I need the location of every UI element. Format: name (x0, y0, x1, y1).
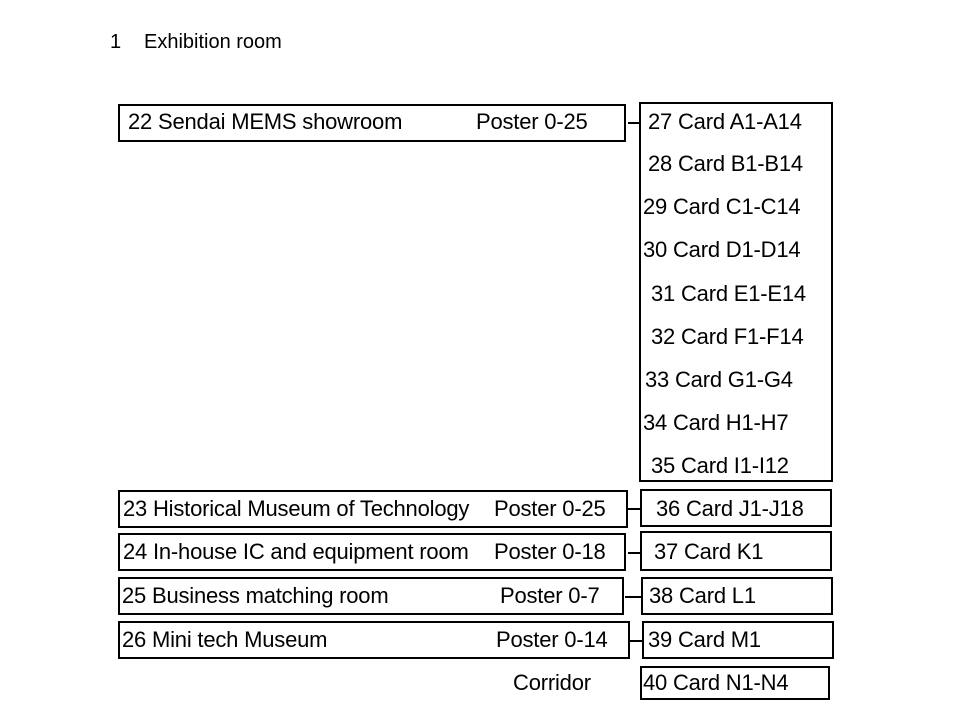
card-box-37 (640, 531, 832, 571)
section-title: Exhibition room (144, 31, 282, 53)
card-28: 28 Card B1-B14 (648, 151, 803, 176)
section-number: 1 (110, 31, 122, 53)
card-27: 27 Card A1-A14 (648, 109, 802, 134)
card-34: 34 Card H1-H7 (643, 410, 789, 435)
connector-22 (628, 122, 639, 124)
card-37: 37 Card K1 (654, 539, 764, 564)
card-31: 31 Card E1-E14 (651, 281, 806, 306)
room-box-23 (118, 490, 628, 528)
room-name-25: 25 Business matching room (122, 583, 389, 608)
card-box-36 (640, 489, 832, 527)
card-35: 35 Card I1-I12 (651, 453, 789, 478)
connector-23 (628, 508, 640, 510)
room-box-24 (118, 533, 626, 571)
card-box-38 (641, 577, 833, 615)
connector-24 (628, 552, 640, 554)
card-40: 40 Card N1-N4 (643, 670, 789, 695)
connector-26 (628, 640, 642, 642)
room-poster-24: Poster 0-18 (494, 539, 606, 564)
card-38: 38 Card L1 (649, 583, 756, 608)
card-box-39 (642, 621, 834, 659)
card-33: 33 Card G1-G4 (645, 367, 793, 392)
card-32: 32 Card F1-F14 (651, 324, 804, 349)
card-box-40 (640, 666, 830, 700)
section-heading: 1 Exhibition room (110, 30, 282, 54)
card-39: 39 Card M1 (648, 627, 761, 652)
room-poster-22: Poster 0-25 (476, 109, 588, 134)
room-name-23: 23 Historical Museum of Technology (123, 496, 470, 521)
card-36: 36 Card J1-J18 (656, 496, 804, 521)
room-box-26 (118, 621, 630, 659)
room-box-25 (118, 577, 624, 615)
room-box-22 (118, 104, 626, 142)
room-name-22: 22 Sendai MEMS showroom (128, 109, 403, 134)
room-name-26: 26 Mini tech Museum (122, 627, 328, 652)
connector-25 (625, 596, 641, 598)
room-poster-26: Poster 0-14 (496, 627, 608, 652)
card-29: 29 Card C1-C14 (643, 194, 801, 219)
room-poster-25: Poster 0-7 (500, 583, 600, 608)
room-poster-23: Poster 0-25 (494, 496, 606, 521)
corridor-label: Corridor (513, 670, 591, 695)
room-name-24: 24 In-house IC and equipment room (123, 539, 469, 564)
cards-column-box (639, 102, 833, 482)
card-30: 30 Card D1-D14 (643, 237, 801, 262)
